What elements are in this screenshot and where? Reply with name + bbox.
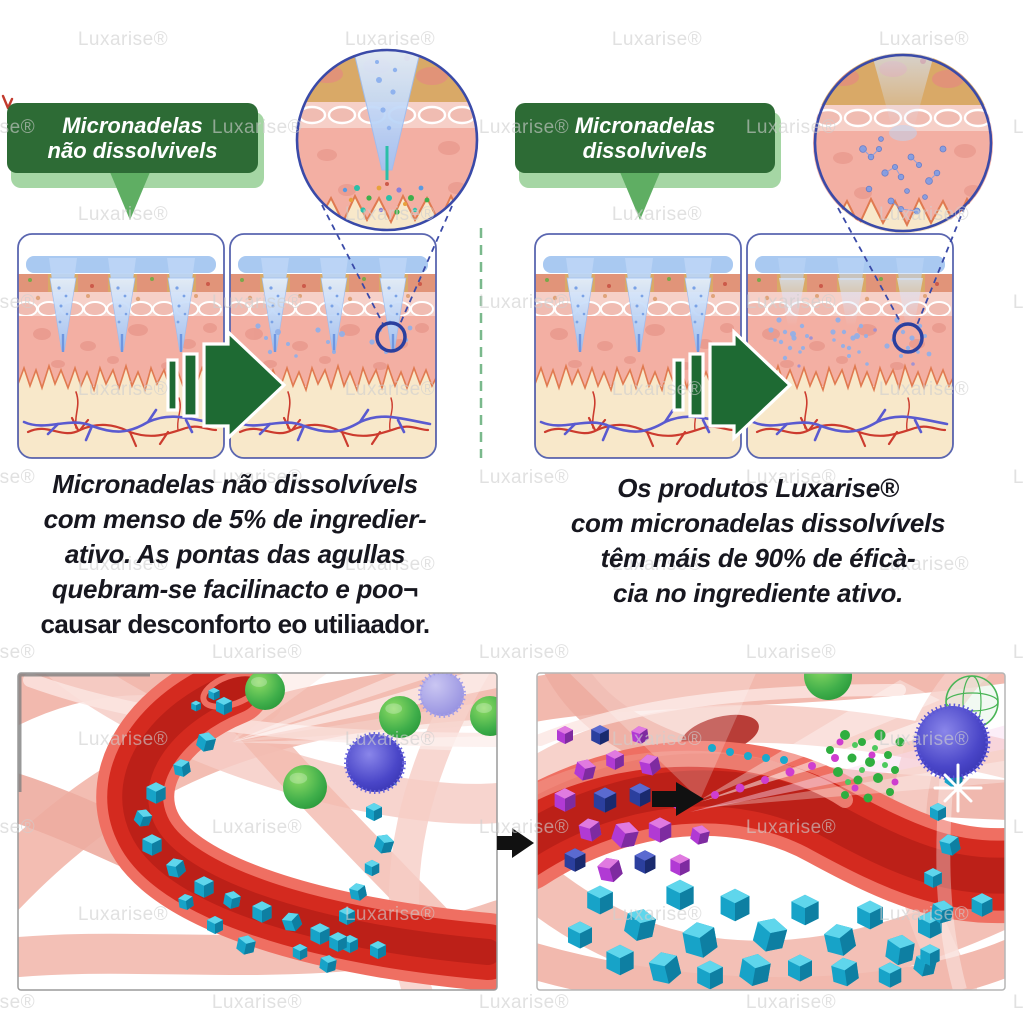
banner-line: Micronadelas xyxy=(62,113,203,138)
left-skin-panel-after xyxy=(227,234,436,458)
description-line: causar desconforto eo utiliaador. xyxy=(40,609,430,639)
left-skin-panel-before xyxy=(15,234,224,458)
description-non-dissolvable: Micronadelas não dissolvívels com menso … xyxy=(4,467,466,642)
description-line: Os produtos Luxarise® xyxy=(617,473,899,503)
description-line: ativo. As pontas das agullas xyxy=(64,539,406,569)
magnifier-right xyxy=(811,51,997,326)
magnifier-left xyxy=(295,48,481,325)
description-line: Micronadelas não dissolvívels xyxy=(52,469,418,499)
description-line: cia no ingrediente ativo. xyxy=(612,578,904,608)
banner-pointer-icon xyxy=(107,165,153,220)
black-arrow-icon-inner xyxy=(652,782,704,816)
description-dissolvable: Os produtos Luxarise® com micronadelas d… xyxy=(518,471,998,611)
vessel-render-after xyxy=(536,672,1006,991)
banner-dissolvable: Micronadelas dissolvivels xyxy=(515,103,781,220)
banner-line: não dissolvivels xyxy=(47,138,218,163)
needle-tip-target-circle-right xyxy=(892,322,924,354)
vessel-render-before xyxy=(17,672,498,991)
black-arrow-icon xyxy=(497,828,534,858)
magenta-dot-trail xyxy=(711,754,839,799)
description-line: com micronadelas dissolvívels xyxy=(570,508,946,538)
banner-non-dissolvable: Micronadelas não dissolvivels xyxy=(7,103,264,220)
description-line: têm máis de 90% de éficà- xyxy=(600,543,916,573)
banner-line: dissolvivels xyxy=(582,138,708,163)
spiky-spheres xyxy=(804,673,999,781)
green-particle-cluster xyxy=(826,729,905,803)
banner-line: Micronadelas xyxy=(574,113,716,138)
right-skin-panel-after xyxy=(744,234,953,458)
banner-pointer-icon xyxy=(617,165,663,220)
spiky-spheres xyxy=(344,673,466,794)
description-line: quebram-se facilinacto e poo¬ xyxy=(51,574,419,604)
needle-tip-target-circle-left xyxy=(375,321,407,353)
description-line: com menso de 5% de ingredier- xyxy=(43,504,427,534)
